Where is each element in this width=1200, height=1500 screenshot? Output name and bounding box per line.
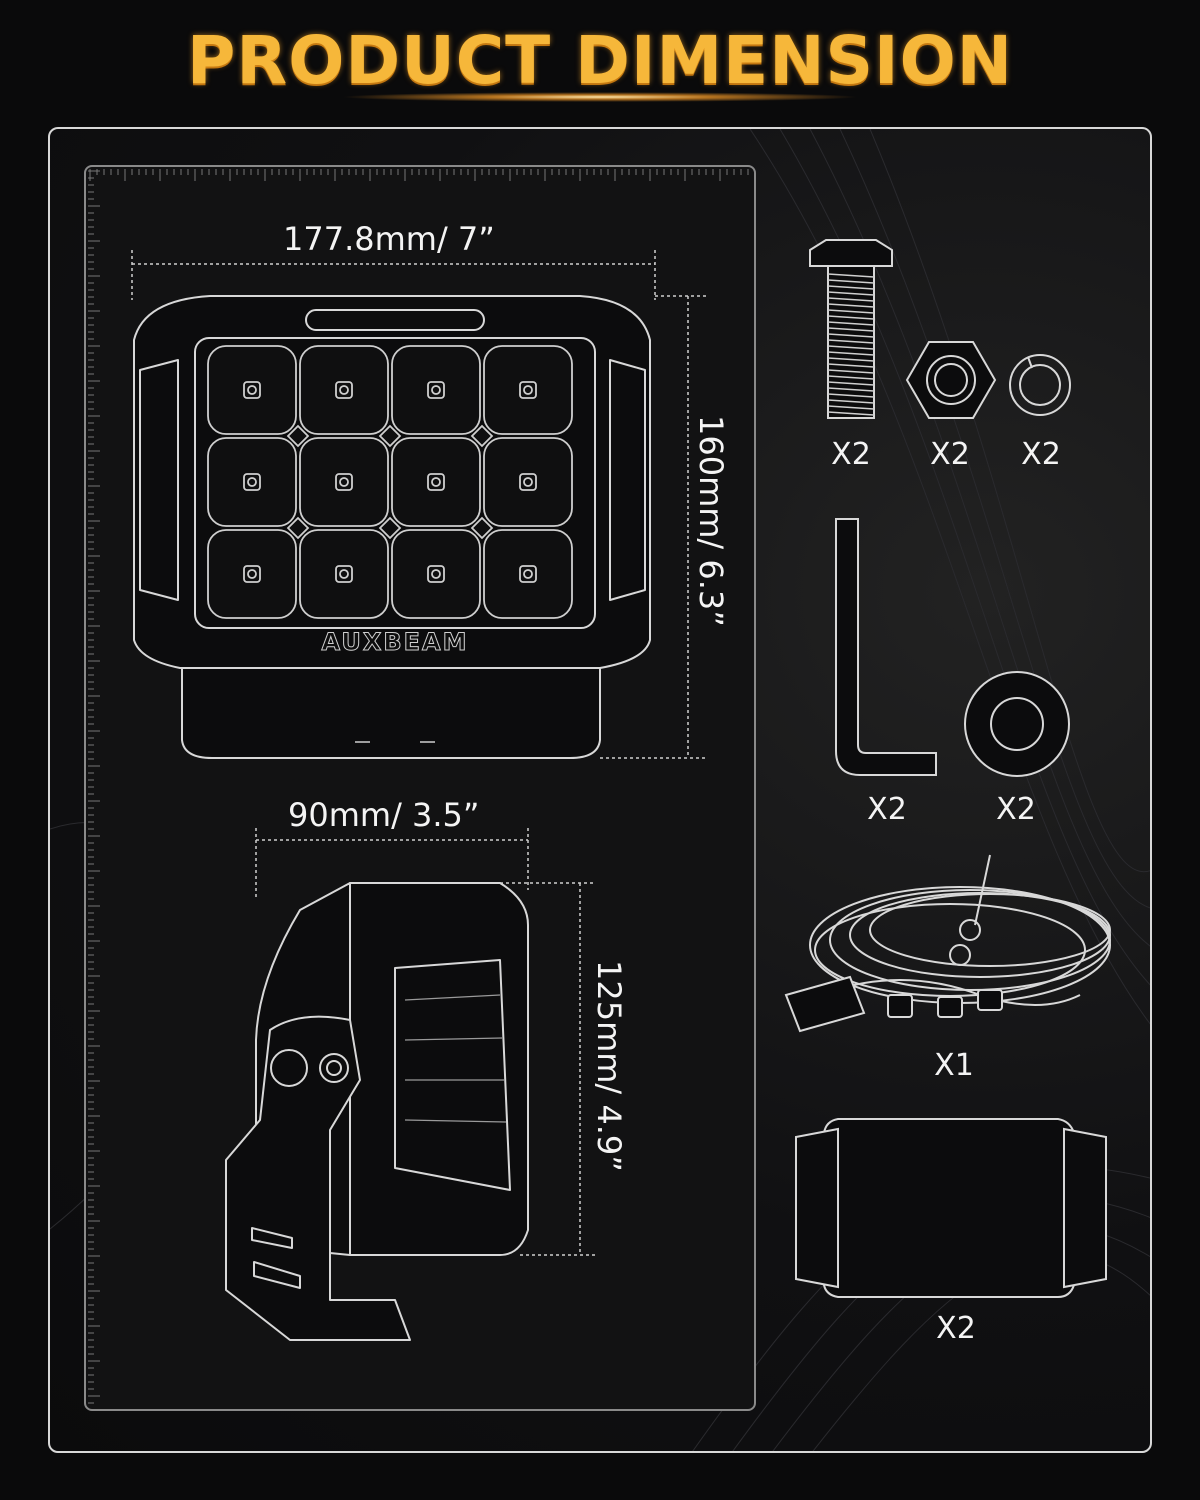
page-title: PRODUCT DIMENSION (187, 22, 1013, 99)
ruler-top (89, 169, 749, 181)
nut-quantity: X2 (930, 437, 970, 472)
brand-logo: AUXBEAM (321, 628, 469, 657)
bolt-icon (809, 239, 893, 419)
spring-washer-quantity: X2 (1021, 437, 1061, 472)
title-glow (340, 92, 860, 102)
depth-dimension-label: 90mm/ 3.5” (288, 796, 480, 834)
spring-washer-icon (1009, 354, 1071, 416)
cover-quantity: X2 (936, 1311, 976, 1346)
flat-washer-icon (964, 671, 1070, 777)
bolt-quantity: X2 (831, 437, 871, 472)
nut-icon (905, 341, 997, 419)
ruler-left (88, 170, 100, 1404)
hex-key-icon (835, 518, 937, 776)
width-dimension-label: 177.8mm/ 7” (283, 220, 495, 258)
hex-key-quantity: X2 (867, 792, 907, 827)
cover-icon (795, 1118, 1107, 1298)
wiring-harness-quantity: X1 (934, 1048, 974, 1083)
wiring-harness-icon (784, 854, 1111, 1033)
flat-washer-quantity: X2 (996, 792, 1036, 827)
